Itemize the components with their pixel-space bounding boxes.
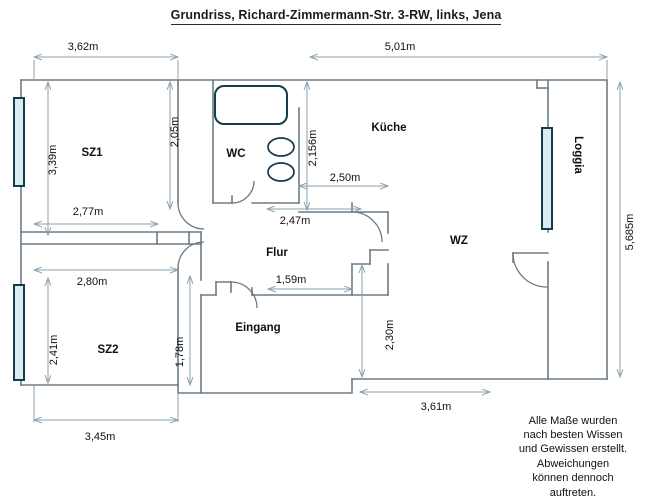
disclaimer-line-1: Alle Maße wurden: [528, 414, 618, 427]
room-label-kueche: Küche: [371, 122, 406, 134]
dim-text-bottom-left: 3,45m: [85, 431, 116, 443]
disclaimer-note: Alle Maße wurden nach besten Wissen und …: [480, 414, 666, 500]
dim-text-wz-height: 2,30m: [384, 320, 396, 351]
sz1-window: [13, 97, 25, 187]
dim-text-wc-height: 2,05m: [169, 117, 181, 148]
door-arc-sz1: [177, 202, 205, 230]
wall-group: [20, 79, 608, 394]
room-label-group: SZ1 SZ2 WC Küche Flur Eingang WZ Loggia: [81, 122, 584, 356]
room-label-sz1: SZ1: [81, 147, 103, 159]
room-label-wc: WC: [226, 148, 245, 160]
dimension-line-group: [34, 57, 620, 422]
door-arc-wz: [512, 252, 548, 288]
dim-text-sz1-width: 2,77m: [73, 206, 104, 218]
window-group: [13, 97, 553, 381]
room-label-flur: Flur: [266, 247, 288, 259]
room-label-wz: WZ: [450, 235, 468, 247]
dim-text-flur-top: 2,47m: [280, 215, 311, 227]
door-arc-sz2: [177, 241, 205, 269]
disclaimer-line-2: nach besten Wissen: [523, 428, 623, 441]
sz2-window: [13, 284, 25, 381]
outer-wall-bottom-center: [177, 378, 353, 394]
toilet-fixture: [267, 137, 295, 157]
fixture-group: [214, 85, 295, 182]
dim-text-bottom-right: 3,61m: [421, 401, 452, 413]
room-label-eingang: Eingang: [235, 322, 280, 334]
page-title: Grundriss, Richard-Zimmermann-Str. 3-RW,…: [0, 8, 672, 25]
room-label-sz2: SZ2: [97, 344, 118, 356]
dim-text-top-left: 3,62m: [68, 41, 99, 53]
disclaimer-line-4: Abweichungen: [536, 457, 610, 470]
page-title-text: Grundriss, Richard-Zimmermann-Str. 3-RW,…: [170, 8, 502, 25]
door-arc-eingang: [230, 281, 258, 309]
loggia-window: [541, 127, 553, 230]
dimension-text-group: 3,62m 5,01m 3,39m 2,05m 2,156m 2,50m 2,4…: [47, 41, 636, 443]
dim-text-sz2-height: 2,41m: [48, 335, 60, 366]
disclaimer-line-5: können dennoch: [532, 472, 614, 485]
sink-fixture: [267, 162, 295, 182]
disclaimer-line-6: auftreten.: [549, 486, 597, 499]
dim-text-kueche-height: 2,156m: [307, 130, 319, 167]
dim-text-top-right: 5,01m: [385, 41, 416, 53]
dim-text-eingang-height: 1,78m: [174, 337, 186, 368]
dim-text-sz1-height: 3,39m: [47, 145, 59, 176]
dim-text-flur-low: 1,59m: [276, 274, 307, 286]
dim-text-right-height: 5,685m: [624, 214, 636, 251]
dim-text-sz2-width: 2,80m: [77, 276, 108, 288]
door-arc-kueche: [351, 211, 383, 243]
room-label-loggia: Loggia: [572, 136, 584, 174]
dim-text-kueche-width: 2,50m: [330, 172, 361, 184]
door-arc-wc: [231, 180, 255, 204]
disclaimer-line-3: und Gewissen erstellt.: [518, 443, 628, 456]
bathtub-fixture: [214, 85, 288, 125]
